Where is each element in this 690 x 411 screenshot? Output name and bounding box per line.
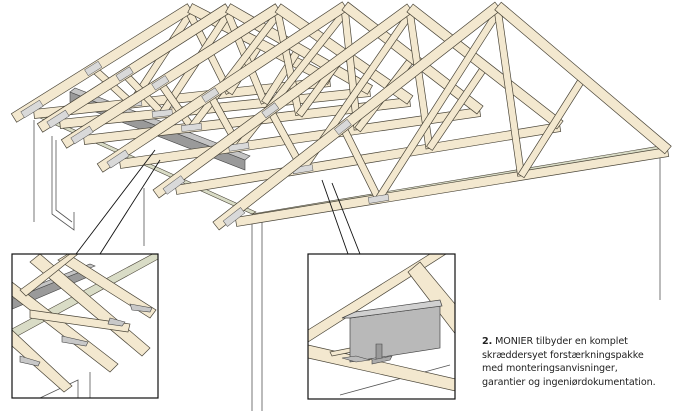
truss-3-heel-plate	[70, 125, 94, 145]
truss-6-chord-plate	[367, 194, 390, 204]
caption-line-1: 2. MONIER tilbyder en komplet	[482, 336, 628, 347]
truss-2-heel-plate	[46, 109, 70, 129]
truss-group	[10, 1, 672, 231]
truss-4-top-chord-left	[96, 1, 349, 173]
house-walls	[33, 120, 661, 411]
truss-2-chord-plate	[151, 109, 173, 118]
truss-2-top-chord-left	[36, 3, 232, 133]
callout-pointers	[75, 149, 361, 255]
caption-number: 2.	[482, 336, 493, 347]
truss-4-chord-plate	[228, 142, 250, 152]
truss-2-web-plate	[115, 66, 134, 82]
detail-inset-right	[307, 253, 456, 400]
caption-line-2: skræddersyet forstærkningspakke	[482, 349, 644, 361]
truss-6-web-plate	[334, 118, 352, 136]
truss-3-top-chord-left	[60, 3, 282, 149]
caption-line-3: med monteringsanvisninger,	[482, 363, 618, 375]
truss-5-heel-plate	[162, 175, 186, 195]
steel-i-beam	[341, 299, 443, 365]
detail-inset-left	[11, 253, 159, 399]
caption: 2. MONIER tilbyder en komplet skræddersy…	[482, 335, 690, 389]
truss-6-heel-plate	[222, 207, 246, 227]
truss-3-web-plate	[151, 75, 170, 91]
truss-1-top-chord-left	[10, 3, 194, 123]
caption-line-4: garantier og ingeniørdokumentation.	[482, 376, 656, 388]
truss-6-top-chord-right	[494, 1, 672, 155]
truss-4-web-plate	[201, 87, 220, 103]
truss-5-top-chord-left	[152, 3, 414, 199]
truss-6-top-chord-left	[212, 1, 502, 231]
truss-1-heel-plate	[20, 99, 44, 119]
truss-5-web-plate	[261, 102, 280, 119]
truss-4-heel-plate	[106, 149, 130, 169]
truss-3-chord-plate	[181, 123, 203, 132]
truss-1-web-plate	[84, 60, 103, 77]
